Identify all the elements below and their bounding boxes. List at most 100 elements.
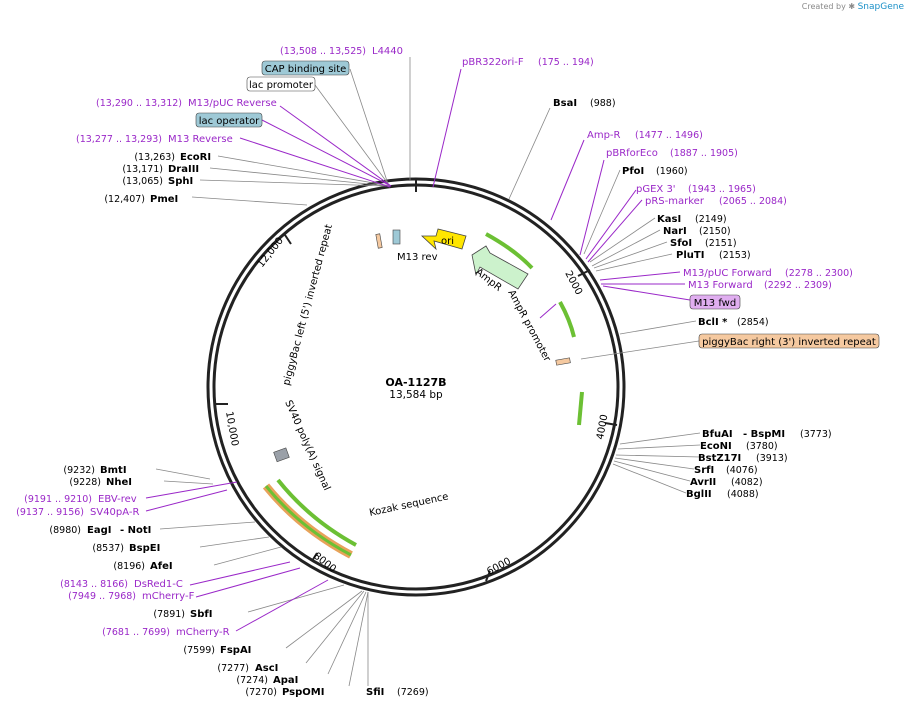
primer-m13-puc-reverse-pos: (13,290 .. 13,312)	[96, 98, 182, 109]
site-bmti[interactable]: BmtI	[100, 465, 127, 476]
site-avrii[interactable]: AvrII	[690, 477, 716, 488]
cds-arrows	[276, 232, 584, 547]
primer-pgex-3[interactable]: pGEX 3'	[636, 184, 676, 195]
site-bsai-pos: (988)	[590, 98, 616, 109]
primer-sv40pa-r-pos: (9137 .. 9156)	[16, 507, 84, 518]
site-ecori[interactable]: EcoRI	[180, 152, 211, 163]
orange-feature-cds	[264, 485, 352, 557]
primer-m13-forward[interactable]: M13 Forward	[688, 280, 753, 291]
site-pmei[interactable]: PmeI	[150, 194, 178, 205]
site-bspei-pos: (8537)	[92, 543, 124, 554]
piggybac-right-feature[interactable]	[555, 357, 571, 366]
site-bglii-pos: (4088)	[727, 489, 759, 500]
primer-m13-puc-forward[interactable]: M13/pUC Forward	[683, 268, 772, 279]
site-sfoi-pos: (2151)	[705, 238, 737, 249]
site-apai[interactable]: ApaI	[273, 675, 298, 686]
primer-pbr322ori-f-pos: (175 .. 194)	[538, 57, 594, 68]
site-bstz17i[interactable]: BstZ17I	[698, 453, 741, 464]
site-pspomi[interactable]: PspOMI	[282, 687, 324, 698]
site-nhei[interactable]: NheI	[106, 477, 132, 488]
primer-pbrforeco-pos: (1887 .. 1905)	[670, 148, 738, 159]
primer-sv40pa-r[interactable]: SV40pA-R	[90, 507, 139, 518]
site-bspmi[interactable]: - BspMI	[743, 429, 785, 440]
primer-l4440-pos: (13,508 .. 13,525)	[280, 46, 366, 57]
primer-dsred1-c-pos: (8143 .. 8166)	[60, 579, 128, 590]
site-srfi[interactable]: SrfI	[694, 465, 714, 476]
site-sbfi[interactable]: SbfI	[190, 609, 212, 620]
site-afei[interactable]: AfeI	[150, 561, 173, 572]
piggybac-right-label: piggyBac right (3') inverted repeat	[702, 337, 876, 348]
sv40-label: SV40 poly(A) signal	[282, 399, 332, 493]
ori-label: ori	[441, 236, 454, 247]
site-draiii[interactable]: DraIII	[168, 164, 199, 175]
primer-prs-marker-pos: (2065 .. 2084)	[719, 196, 787, 207]
ori-feature[interactable]	[420, 228, 467, 251]
m13-fwd-box[interactable]	[689, 294, 741, 310]
cap-binding-site-label: CAP binding site	[265, 64, 347, 75]
site-bfuai-pos: (3773)	[800, 429, 832, 440]
site-pluti[interactable]: PluTI	[676, 250, 704, 261]
site-bspei[interactable]: BspEI	[129, 543, 160, 554]
primer-ebv-rev-pos: (9191 .. 9210)	[24, 494, 92, 505]
site-econi[interactable]: EcoNI	[700, 441, 732, 452]
site-afei-pos: (8196)	[113, 561, 145, 572]
primer-connectors	[145, 68, 691, 632]
site-pfoi[interactable]: PfoI	[622, 166, 644, 177]
ampr-feature[interactable]	[471, 245, 529, 290]
lac-operator-box[interactable]	[195, 112, 263, 128]
tick-label-10000: 10,000	[223, 411, 240, 447]
primer-mcherry-r[interactable]: mCherry-R	[176, 627, 230, 638]
site-eagi-pos: (8980)	[49, 525, 81, 536]
primer-m13-reverse[interactable]: M13 Reverse	[168, 134, 233, 145]
piggybac-left-feature[interactable]	[375, 233, 383, 249]
site-sfoi[interactable]: SfoI	[670, 238, 692, 249]
piggybac-left-label: piggyBac left (5') inverted repeat	[281, 223, 335, 387]
site-kasi[interactable]: KasI	[657, 214, 681, 225]
m13-fwd-label: M13 fwd	[694, 298, 736, 309]
plasmid-length: 13,584 bp	[389, 389, 443, 401]
tick-label-2000: 2000	[562, 269, 584, 297]
primer-m13-forward-pos: (2292 .. 2309)	[764, 280, 832, 291]
primer-prs-marker[interactable]: pRS-marker	[645, 196, 705, 207]
snapgene-logo-icon: ✱	[848, 2, 856, 11]
primer-mcherry-f[interactable]: mCherry-F	[142, 591, 195, 602]
tick-marks	[216, 179, 618, 582]
tick-label-12000: 12,000	[256, 235, 286, 269]
plasmid-name: OA-1127B	[385, 376, 446, 389]
site-sfii[interactable]: SfiI	[366, 687, 384, 698]
site-bfuai[interactable]: BfuAI	[702, 429, 733, 440]
primer-amp-r[interactable]: Amp-R	[587, 130, 621, 141]
site-nari-pos: (2150)	[699, 226, 731, 237]
sv40-feature[interactable]	[273, 447, 290, 463]
site-bcli[interactable]: BclI *	[698, 317, 728, 328]
lac-operator-label: lac operator	[199, 116, 260, 127]
cap-binding-site-box[interactable]	[261, 60, 350, 76]
site-eagi[interactable]: EagI	[87, 525, 111, 536]
site-nari[interactable]: NarI	[663, 226, 687, 237]
site-asci-pos: (7277)	[217, 663, 249, 674]
site-bsai[interactable]: BsaI	[553, 98, 577, 109]
primer-l4440[interactable]: L4440	[372, 46, 403, 57]
piggybac-right-box[interactable]	[698, 333, 880, 349]
m13-rev-label: M13 rev	[397, 252, 438, 263]
site-bcli-pos: (2854)	[737, 317, 769, 328]
site-bmti-pos: (9232)	[63, 465, 95, 476]
site-sphi[interactable]: SphI	[168, 176, 193, 187]
primer-ebv-rev[interactable]: EBV-rev	[98, 494, 137, 505]
site-asci[interactable]: AscI	[255, 663, 278, 674]
credit-brand: SnapGene	[857, 2, 904, 12]
site-sfii-pos: (7269)	[397, 687, 429, 698]
site-noti[interactable]: - NotI	[120, 525, 151, 536]
primer-pbr322ori-f[interactable]: pBR322ori-F	[462, 57, 524, 68]
kozak-label: Kozak sequence	[368, 491, 449, 519]
primer-m13-puc-reverse[interactable]: M13/pUC Reverse	[188, 98, 277, 109]
site-avrii-pos: (4082)	[731, 477, 763, 488]
m13-rev-feature[interactable]	[392, 229, 401, 245]
site-bglii[interactable]: BglII	[686, 489, 712, 500]
primer-pbrforeco[interactable]: pBRforEco	[606, 148, 658, 159]
site-fspai[interactable]: FspAI	[220, 645, 251, 656]
primer-dsred1-c[interactable]: DsRed1-C	[134, 579, 183, 590]
lac-promoter-box[interactable]	[246, 76, 316, 92]
primer-m13-puc-forward-pos: (2278 .. 2300)	[785, 268, 853, 279]
